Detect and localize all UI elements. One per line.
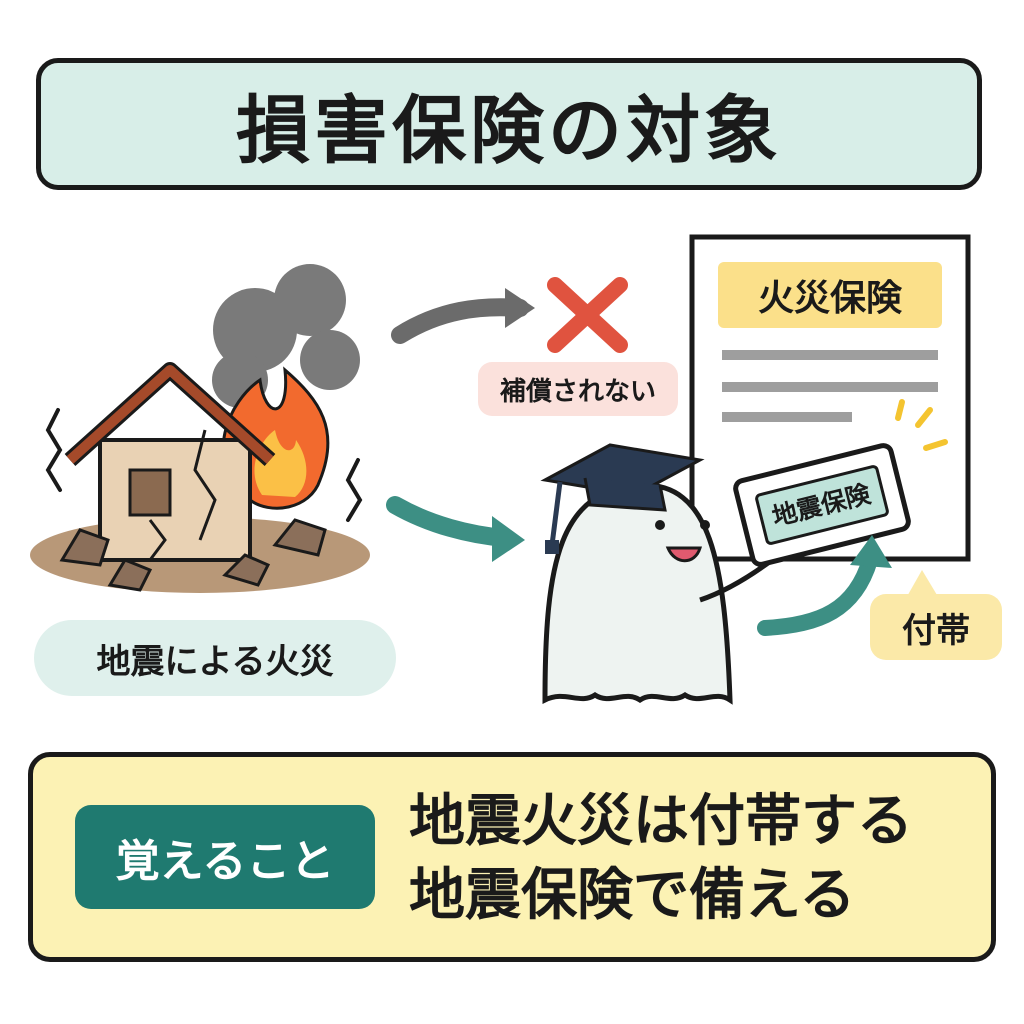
rubble-icon: [59, 518, 327, 592]
arrow-to-cross-icon: [391, 288, 535, 344]
cause-label: 地震による火災: [34, 620, 396, 696]
cross-icon: [547, 277, 628, 353]
page-title: 損害保険の対象: [236, 87, 782, 174]
house-icon: [64, 362, 276, 562]
attach-arrow-icon: [757, 535, 892, 636]
memo-lines: 地震火災は付帯する 地震保険で備える: [409, 785, 979, 933]
title-banner: 損害保険の対象: [36, 58, 982, 190]
ghost-mascot-icon: [542, 482, 787, 705]
attach-label: 付帯: [870, 594, 1002, 660]
insurance-card-icon: [733, 443, 911, 567]
shake-lines-icon: [45, 408, 363, 522]
no-compensation-label: 補償されない: [478, 362, 678, 416]
memo-badge: 覚えること: [75, 805, 375, 909]
graduation-cap-icon: [540, 443, 705, 554]
memo-line: 地震保険で備える: [409, 863, 856, 928]
arrow-to-mascot-icon: [386, 496, 525, 562]
callout-tail-icon: [905, 570, 940, 600]
smoke-icon: [212, 264, 360, 408]
memo-box: 覚えること 地震火災は付帯する 地震保険で備える: [28, 752, 996, 962]
sparkle-icon: [895, 399, 948, 451]
memo-line: 地震火災は付帯する: [409, 789, 913, 854]
document-title: 火災保険: [718, 262, 942, 328]
